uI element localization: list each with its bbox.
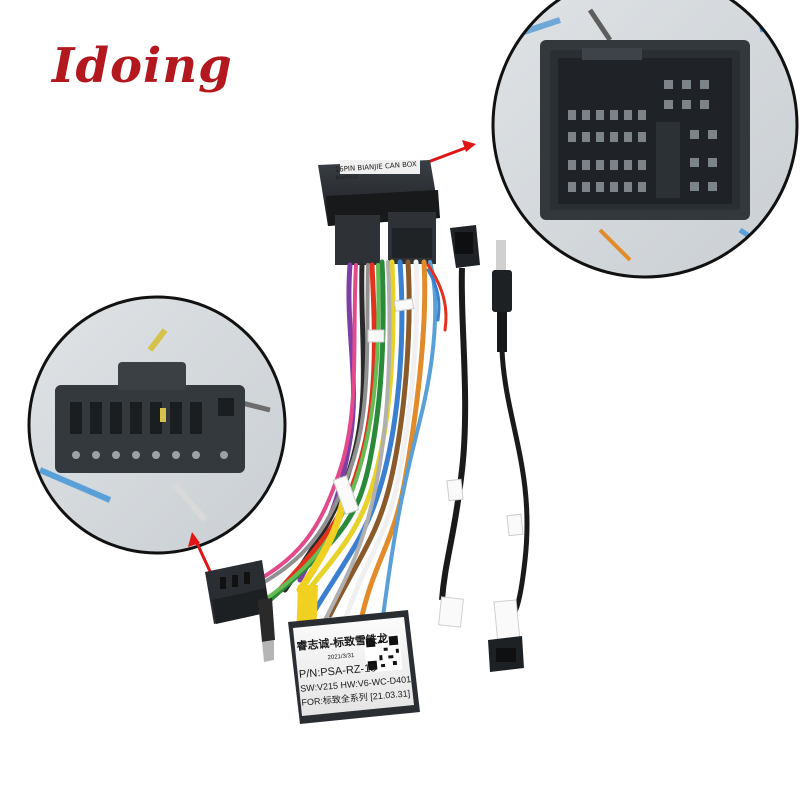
callout-16pin-connector (27, 295, 287, 555)
bundle-sticker (332, 475, 360, 515)
cable-sleeve-label (367, 329, 385, 343)
quadlock-plug (318, 160, 440, 265)
can-box-label: 睿志诚-标致雪铁龙 2021/3/31 P/N:PSA-RZ-15 SW:V21… (296, 630, 422, 710)
brand-watermark: Idoing (52, 38, 233, 94)
can-decoder-box (288, 610, 420, 724)
callout-quadlock-connector (491, 0, 799, 279)
usb-lead (438, 225, 480, 628)
antenna-adapter-lead (488, 240, 530, 672)
qr-code (363, 633, 403, 673)
cable-tie-label (393, 298, 415, 312)
iso-16pin-plugs (205, 560, 270, 624)
